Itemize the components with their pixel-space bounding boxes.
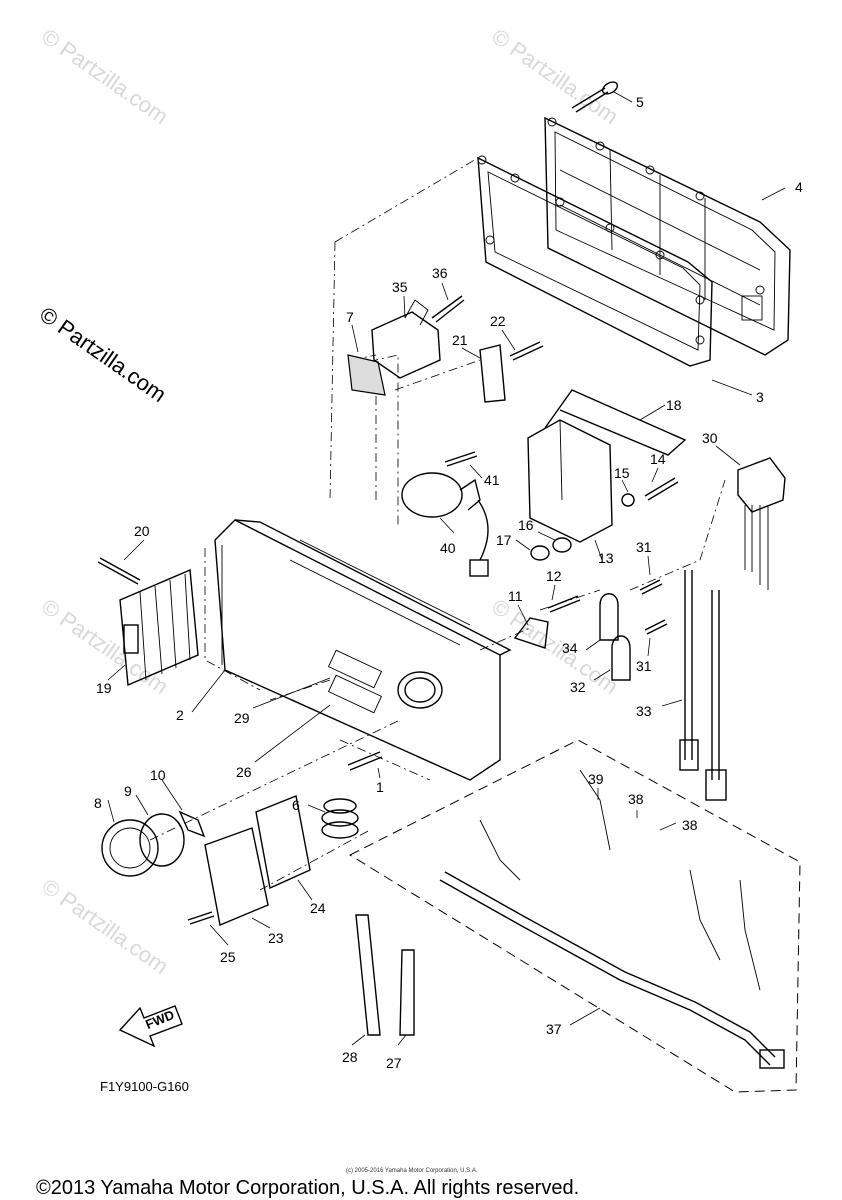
callout-11: 11 bbox=[508, 588, 523, 604]
rectifier-part bbox=[119, 568, 199, 687]
callout-31: 31 bbox=[636, 539, 652, 555]
gasket-part bbox=[477, 155, 713, 367]
cap-part bbox=[611, 635, 631, 681]
cover-part bbox=[544, 116, 791, 356]
callout-13: 13 bbox=[598, 550, 614, 566]
callout-38: 38 bbox=[628, 791, 644, 807]
tiny-credit: (c) 2005-2016 Yamaha Motor Corporation, … bbox=[346, 1168, 478, 1174]
callout-39: 39 bbox=[588, 771, 604, 787]
cable-part bbox=[705, 769, 727, 801]
connector-part bbox=[737, 457, 786, 590]
callout-15: 15 bbox=[614, 465, 630, 481]
callout-7: 7 bbox=[346, 309, 354, 325]
cap-part bbox=[599, 593, 619, 641]
callout-9: 9 bbox=[124, 783, 132, 799]
clip-part bbox=[178, 810, 206, 838]
screw-part bbox=[444, 451, 478, 467]
callout-31b: 31 bbox=[636, 658, 652, 674]
grommet-part bbox=[321, 798, 359, 839]
screw-part bbox=[571, 81, 619, 113]
wire-harness-part bbox=[439, 769, 785, 1069]
callout-34: 34 bbox=[562, 640, 578, 656]
cable-part bbox=[679, 739, 699, 771]
callout-labels: 1 2 3 4 5 6 7 8 9 10 11 12 13 14 15 16 1… bbox=[94, 94, 803, 1071]
screw-part bbox=[644, 619, 668, 635]
fwd-arrow-icon: FWD bbox=[118, 1005, 183, 1048]
callout-24: 24 bbox=[310, 900, 326, 916]
callout-10: 10 bbox=[150, 767, 166, 783]
plate-part bbox=[204, 827, 269, 926]
coil-part bbox=[401, 472, 489, 577]
cable-tie-part bbox=[399, 949, 415, 1036]
relay-part bbox=[371, 299, 441, 379]
callout-32: 32 bbox=[570, 679, 586, 695]
watermark-faint: © Partzilla.com bbox=[487, 24, 623, 130]
faint-watermarks: © Partzilla.com © Partzilla.com © Partzi… bbox=[37, 24, 623, 980]
bolt-part bbox=[347, 751, 383, 771]
plate-part bbox=[347, 354, 386, 396]
callout-4: 4 bbox=[795, 179, 803, 195]
screw-part bbox=[639, 579, 663, 595]
electrical-box-part bbox=[214, 519, 512, 781]
callout-29: 29 bbox=[234, 710, 250, 726]
callout-36: 36 bbox=[432, 265, 448, 281]
screw-part bbox=[509, 341, 544, 361]
callout-21: 21 bbox=[452, 332, 468, 348]
callout-37: 37 bbox=[546, 1021, 562, 1037]
callout-35: 35 bbox=[392, 279, 408, 295]
watermark-faint: © Partzilla.com bbox=[37, 874, 173, 980]
cable-part bbox=[711, 590, 720, 780]
cap-part bbox=[101, 819, 159, 877]
callout-27: 27 bbox=[386, 1055, 402, 1071]
collar-part bbox=[530, 545, 550, 561]
callout-5: 5 bbox=[636, 94, 644, 110]
gasket-part bbox=[255, 795, 311, 890]
callout-38b: 38 bbox=[682, 817, 698, 833]
copyright-footer: ©2013 Yamaha Motor Corporation, U.S.A. A… bbox=[36, 1177, 579, 1199]
callout-33: 33 bbox=[636, 703, 652, 719]
leader-lines bbox=[107, 91, 786, 1046]
callout-6: 6 bbox=[292, 797, 300, 813]
diagram-code: F1Y9100-G160 bbox=[100, 1079, 189, 1094]
screw-part bbox=[644, 477, 679, 501]
assembly-lines bbox=[149, 157, 726, 891]
screw-part bbox=[187, 911, 215, 925]
callout-19: 19 bbox=[96, 680, 112, 696]
washer-part bbox=[621, 493, 635, 507]
callout-18: 18 bbox=[666, 397, 682, 413]
callout-41: 41 bbox=[484, 472, 500, 488]
callout-30: 30 bbox=[702, 430, 718, 446]
bracket-part bbox=[513, 617, 549, 649]
callout-23: 23 bbox=[268, 930, 284, 946]
callout-16: 16 bbox=[518, 517, 534, 533]
callout-3: 3 bbox=[756, 389, 764, 405]
band-part bbox=[544, 389, 687, 456]
callout-22: 22 bbox=[490, 313, 506, 329]
callout-26: 26 bbox=[236, 764, 252, 780]
screw-part bbox=[97, 557, 141, 585]
callout-17: 17 bbox=[496, 532, 512, 548]
cable-part bbox=[684, 570, 693, 760]
watermark-main: © Partzilla.com bbox=[35, 302, 171, 408]
callout-2: 2 bbox=[176, 707, 184, 723]
cdi-unit-part bbox=[527, 419, 613, 543]
harness-boundary bbox=[348, 739, 801, 1093]
ring-part bbox=[139, 813, 185, 867]
screw-part bbox=[431, 295, 465, 323]
callout-8: 8 bbox=[94, 795, 102, 811]
watermark-faint: © Partzilla.com bbox=[37, 24, 173, 130]
callout-14: 14 bbox=[650, 451, 666, 467]
grommet-part bbox=[552, 537, 572, 553]
screw-part bbox=[547, 595, 581, 613]
callout-20: 20 bbox=[134, 523, 150, 539]
callout-25: 25 bbox=[220, 949, 236, 965]
callout-28: 28 bbox=[342, 1049, 358, 1065]
cable-tie-part bbox=[355, 914, 381, 1036]
callout-1: 1 bbox=[376, 779, 384, 795]
bracket-part bbox=[479, 344, 506, 403]
callout-12: 12 bbox=[546, 568, 562, 584]
callout-40: 40 bbox=[440, 540, 456, 556]
